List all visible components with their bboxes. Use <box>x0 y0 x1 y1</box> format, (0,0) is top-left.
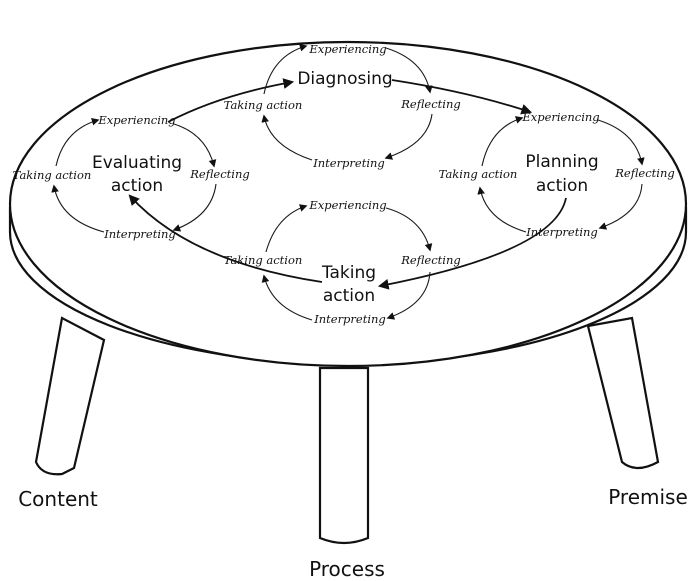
cycle-evaluating: Evaluating action Experiencing Reflectin… <box>13 113 250 241</box>
arc-reflecting-to-interpreting <box>386 271 431 320</box>
arc-reflecting-to-interpreting <box>172 183 217 232</box>
arc-taking-to-experiencing <box>265 204 308 253</box>
stage-label-taking-line1: Taking <box>321 263 376 283</box>
step-taking-action: Taking action <box>13 168 92 182</box>
arc-interpreting-to-taking <box>261 114 313 161</box>
leg-middle <box>318 366 370 545</box>
arc-experiencing-to-reflecting <box>173 123 217 168</box>
arc-reflecting-to-interpreting <box>384 113 433 160</box>
arc-taking-to-experiencing <box>263 44 308 95</box>
stage-label-diagnosing: Diagnosing <box>297 69 392 89</box>
arc-interpreting-to-taking <box>51 184 105 233</box>
step-reflecting: Reflecting <box>400 97 460 111</box>
leg-label-process: Process <box>309 557 385 581</box>
arrow-taking-to-evaluating <box>128 194 323 283</box>
arc-taking-to-experiencing <box>55 118 100 167</box>
step-taking-action: Taking action <box>224 98 303 112</box>
stage-label-planning-line1: Planning <box>525 152 598 172</box>
step-experiencing: Experiencing <box>308 42 386 56</box>
step-taking-action: Taking action <box>439 167 518 181</box>
leg-label-content: Content <box>18 487 98 511</box>
main-cycle-arrows <box>128 78 567 290</box>
arc-experiencing-to-reflecting <box>385 207 433 252</box>
stage-label-taking-line2: action <box>323 286 375 306</box>
step-reflecting: Reflecting <box>400 253 460 267</box>
stage-label-evaluating-line2: action <box>111 176 163 196</box>
arc-interpreting-to-taking <box>261 274 313 321</box>
cycle-taking: Taking action Experiencing Reflecting In… <box>224 198 461 326</box>
arrow-planning-to-taking <box>377 197 567 290</box>
arc-reflecting-to-interpreting <box>598 183 643 230</box>
stage-label-evaluating-line1: Evaluating <box>92 153 182 173</box>
leg-right <box>586 316 660 470</box>
stage-label-planning-line2: action <box>536 176 588 196</box>
step-interpreting: Interpreting <box>103 227 176 241</box>
cycle-diagnosing: Diagnosing Experiencing Reflecting Inter… <box>224 42 461 170</box>
step-interpreting: Interpreting <box>525 225 598 239</box>
step-experiencing: Experiencing <box>521 110 599 124</box>
step-interpreting: Interpreting <box>313 312 386 326</box>
arrow-evaluating-to-diagnosing <box>167 78 295 123</box>
step-reflecting: Reflecting <box>614 166 674 180</box>
step-interpreting: Interpreting <box>312 156 385 170</box>
arc-experiencing-to-reflecting <box>385 47 433 94</box>
cycle-planning: Planning action Experiencing Reflecting … <box>439 110 675 239</box>
step-experiencing: Experiencing <box>308 198 386 212</box>
leg-label-premise: Premise <box>608 485 688 509</box>
leg-left <box>34 316 106 476</box>
arrow-diagnosing-to-planning <box>391 79 533 115</box>
arc-experiencing-to-reflecting <box>597 119 645 166</box>
arc-taking-to-experiencing <box>481 116 524 167</box>
arc-interpreting-to-taking <box>477 186 527 233</box>
step-reflecting: Reflecting <box>189 167 249 181</box>
step-taking-action: Taking action <box>224 253 303 267</box>
step-experiencing: Experiencing <box>97 113 175 127</box>
stool-legs <box>34 316 660 545</box>
